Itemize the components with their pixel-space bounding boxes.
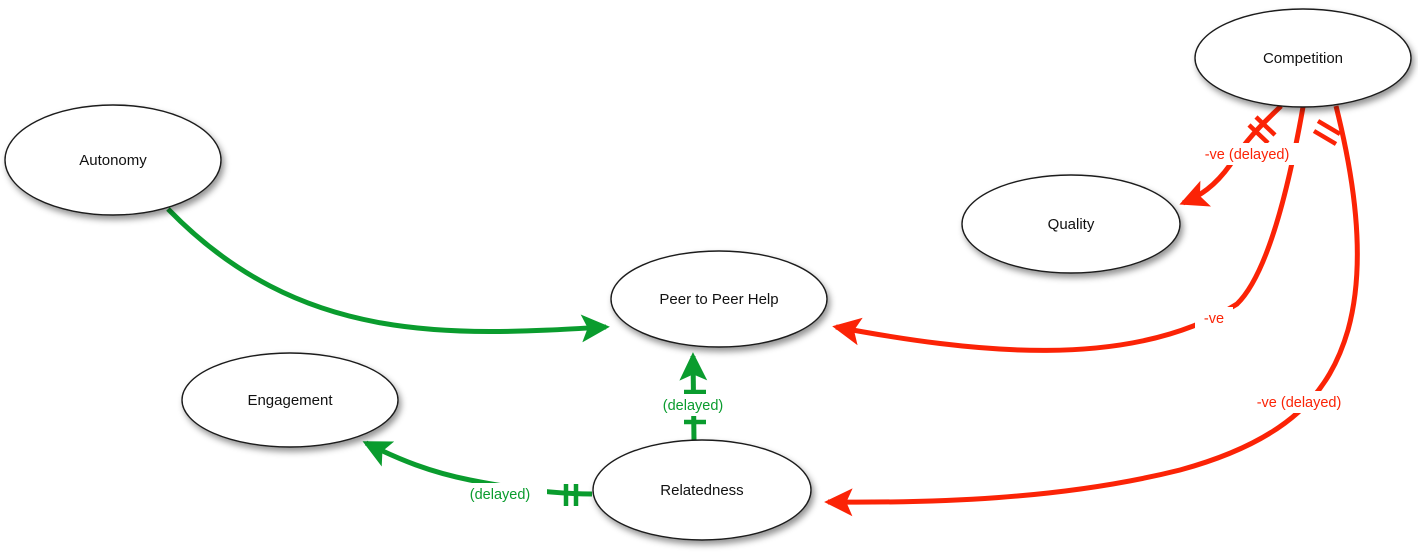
edge-label-relatedness-engagement-text: (delayed) (470, 487, 530, 503)
delay-marker-relatedness-engagement (563, 484, 579, 506)
node-layer: Autonomy Engagement Peer to Peer Help Re… (4, 8, 1412, 541)
node-relatedness-ellipse (592, 439, 812, 541)
edge-autonomy-to-peerhelp[interactable] (166, 207, 610, 343)
node-autonomy-ellipse (4, 104, 222, 216)
edge-competition-to-relatedness-path (824, 105, 1360, 517)
edge-relatedness-to-engagement-path (362, 440, 593, 497)
node-autonomy[interactable]: Autonomy (4, 104, 222, 216)
edge-label-layer: (delayed) (delayed) -ve (delayed) -ve -v… (455, 143, 1353, 505)
node-quality-ellipse (961, 174, 1181, 274)
delay-marker-competition-quality (1247, 115, 1277, 145)
node-engagement-ellipse (181, 352, 399, 448)
node-quality[interactable]: Quality (961, 174, 1181, 274)
edge-label-competition-relatedness-text: -ve (delayed) (1257, 395, 1342, 411)
node-peer-to-peer-help-label: Peer to Peer Help (659, 291, 778, 308)
delay-marker-relatedness-peerhelp (684, 389, 706, 425)
edge-competition-to-relatedness[interactable] (824, 105, 1360, 517)
node-peer-to-peer-help[interactable]: Peer to Peer Help (610, 250, 828, 348)
edge-label-competition-quality: -ve (delayed) (1193, 143, 1301, 165)
node-engagement-label: Engagement (247, 392, 333, 409)
edge-label-relatedness-peerhelp-text: (delayed) (663, 398, 723, 414)
edge-label-competition-quality-text: -ve (delayed) (1205, 147, 1290, 163)
node-competition-label: Competition (1263, 50, 1343, 67)
node-competition[interactable]: Competition (1194, 8, 1412, 108)
edge-label-competition-peerhelp: -ve (1195, 307, 1233, 329)
node-autonomy-label: Autonomy (79, 152, 147, 169)
node-engagement[interactable]: Engagement (181, 352, 399, 448)
edge-label-relatedness-engagement: (delayed) (455, 483, 547, 505)
node-relatedness-label: Relatedness (660, 482, 743, 499)
node-quality-label: Quality (1048, 216, 1095, 233)
edge-autonomy-to-peerhelp-path (166, 207, 610, 343)
edge-label-competition-relatedness: -ve (delayed) (1245, 391, 1353, 413)
edge-label-relatedness-peerhelp: (delayed) (648, 394, 740, 416)
node-competition-ellipse (1194, 8, 1412, 108)
node-peer-to-peer-help-ellipse (610, 250, 828, 348)
edge-relatedness-to-engagement[interactable] (362, 440, 593, 506)
node-relatedness[interactable]: Relatedness (592, 439, 812, 541)
edge-label-competition-peerhelp-text: -ve (1204, 311, 1224, 327)
delay-marker-competition-relatedness (1312, 119, 1342, 146)
